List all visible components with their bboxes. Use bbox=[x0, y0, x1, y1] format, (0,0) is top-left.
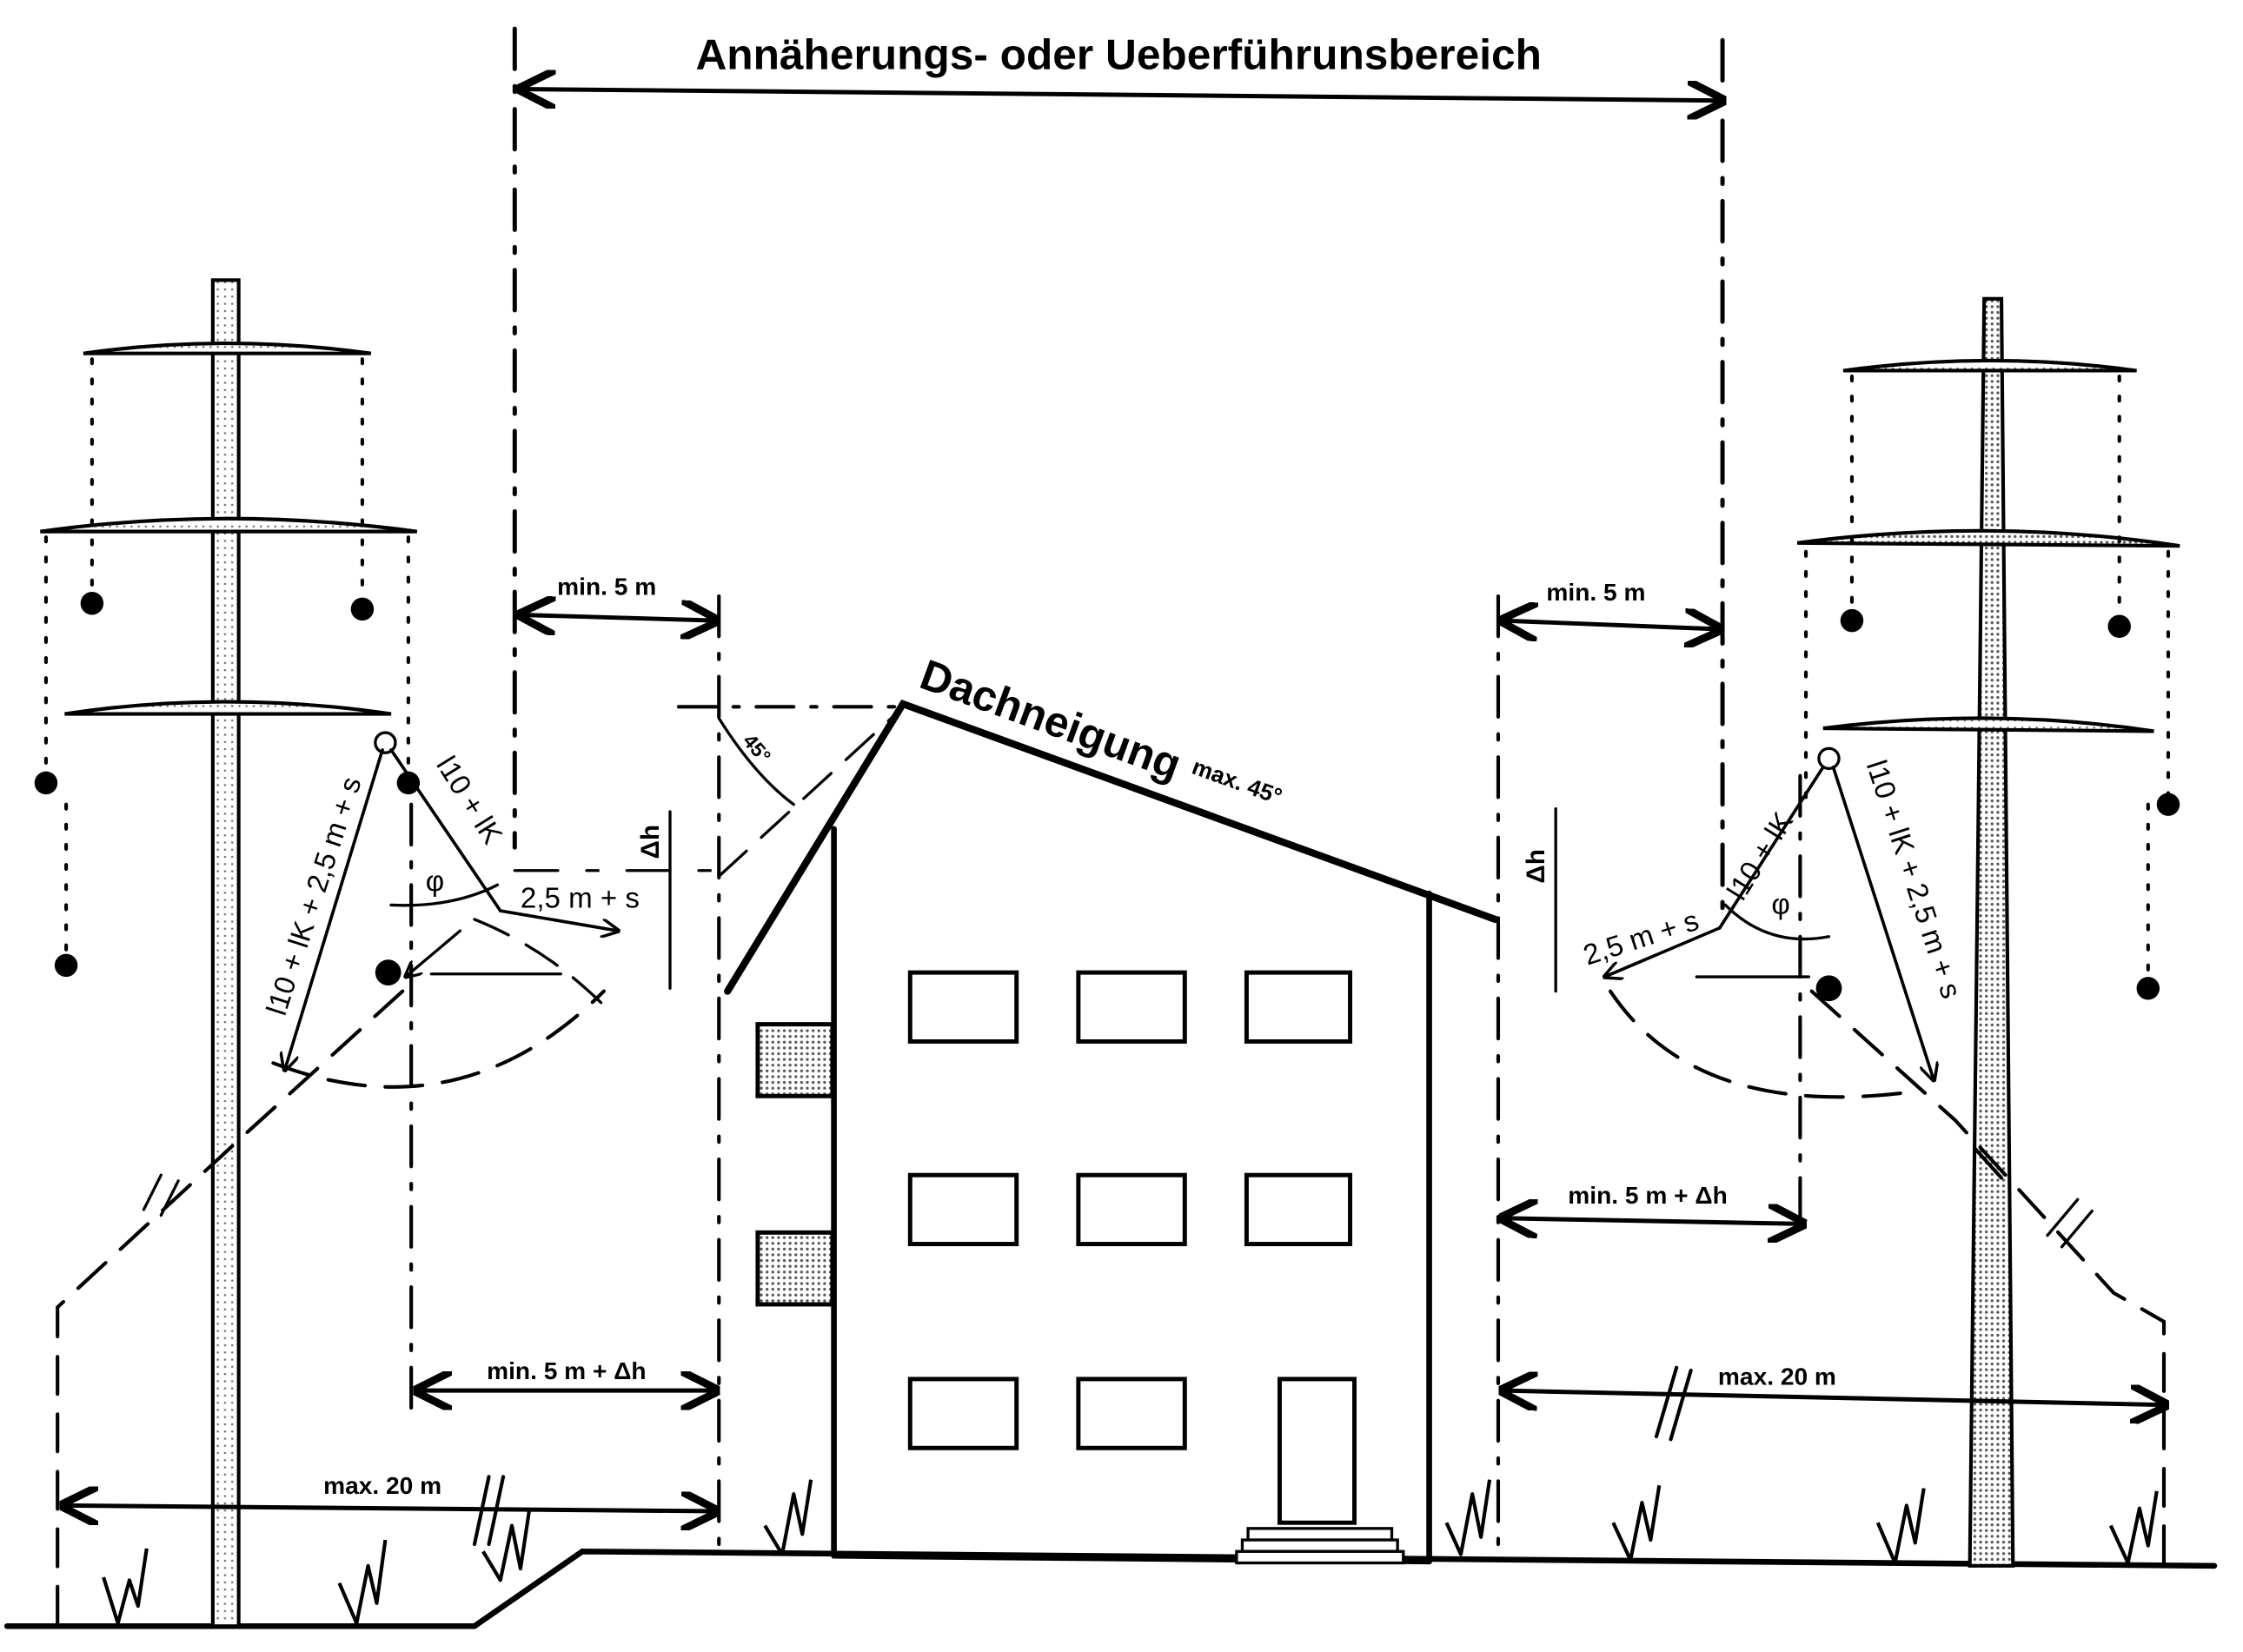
left-horiz-label: 2,5 m + s bbox=[521, 883, 640, 915]
zone-span-arrow bbox=[521, 89, 1722, 100]
left-min5-arrow bbox=[521, 615, 716, 621]
right-min5-label: min. 5 m bbox=[1546, 579, 1645, 606]
balconies bbox=[755, 1022, 835, 1307]
steps bbox=[1235, 1527, 1405, 1565]
left-min5-label: min. 5 m bbox=[557, 573, 656, 600]
building bbox=[676, 699, 1499, 1565]
left-phi-label: φ bbox=[426, 866, 444, 898]
left-pylon bbox=[34, 278, 421, 1629]
right-pylon bbox=[1796, 296, 2180, 1568]
left-min5dh-label: min. 5 m + Δh bbox=[487, 1357, 647, 1384]
roof-sublabel: max. 45° bbox=[1189, 753, 1285, 810]
left-dh-label: Δh bbox=[636, 825, 665, 859]
right-min5-arrow bbox=[1503, 620, 1720, 629]
roof-angle-label: 45° bbox=[739, 729, 775, 767]
grass-tufts bbox=[102, 1479, 2159, 1626]
right-min5dh-arrow bbox=[1503, 1218, 1803, 1224]
right-min5dh-label: min. 5 m + Δh bbox=[1568, 1182, 1728, 1209]
right-phi-label: φ bbox=[1771, 888, 1789, 920]
left-swing-geometry bbox=[56, 748, 718, 1626]
left-span-long-label: l10 + lK + 2,5 m + s bbox=[261, 773, 368, 1019]
right-max20-arrow bbox=[1503, 1390, 2166, 1405]
right-max20-label: max. 20 m bbox=[1718, 1363, 1836, 1390]
right-dh-label: Δh bbox=[1522, 849, 1550, 884]
windows bbox=[907, 970, 1357, 1525]
right-swing-geometry bbox=[1554, 765, 2167, 1568]
right-span-long-label: l10 + lK + 2,5 m + s bbox=[1860, 756, 1968, 1002]
left-max20-label: max. 20 m bbox=[323, 1472, 441, 1499]
left-max20-arrow bbox=[63, 1505, 716, 1511]
zone-title: Annäherungs- oder Ueberführunsbereich bbox=[695, 30, 1541, 78]
ground-line bbox=[3, 1548, 2218, 1629]
left-span-short-label: l10 + lK bbox=[430, 751, 508, 850]
